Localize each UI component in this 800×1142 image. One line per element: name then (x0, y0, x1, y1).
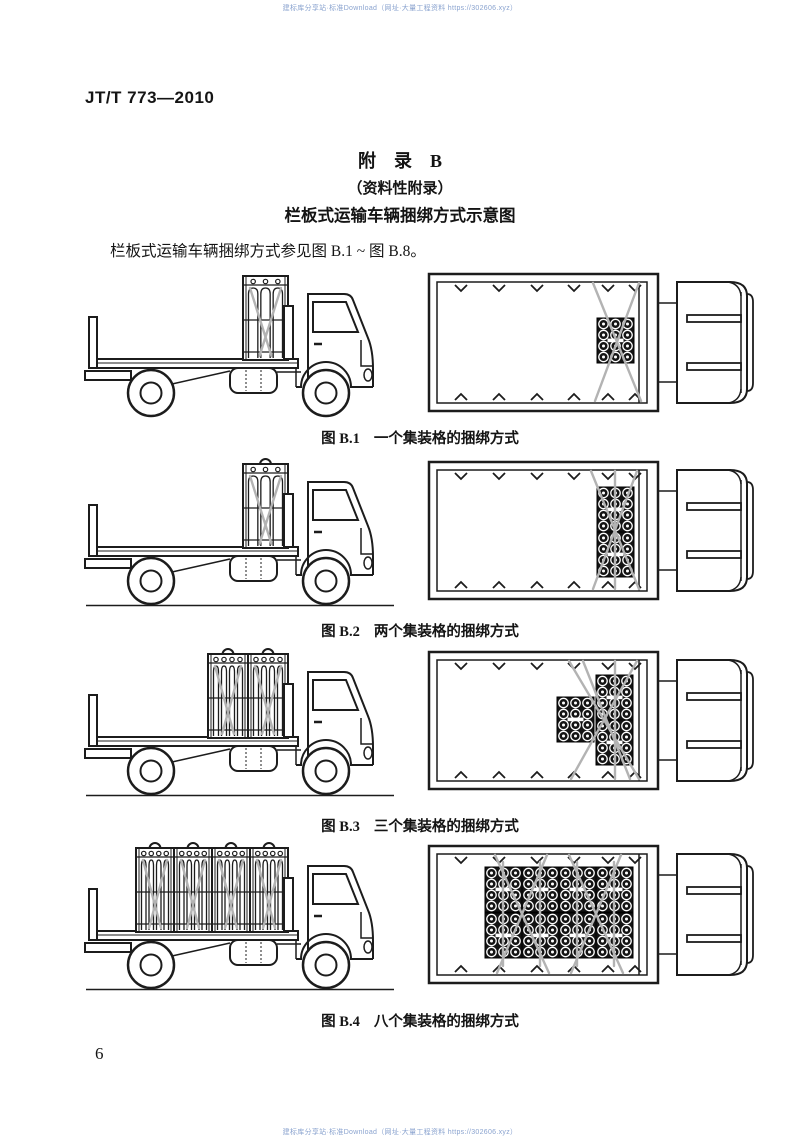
truck-side-view-B.2 (84, 458, 394, 607)
figure-caption-text: 三个集装格的捆绑方式 (373, 819, 519, 835)
figure-B.4 (80, 840, 760, 996)
figure-label: 图 B.3 (321, 819, 360, 835)
figure-B.3 (80, 646, 760, 802)
figure-caption-B.1: 图 B.1 一个集装格的捆绑方式 (80, 427, 760, 448)
watermark-bottom: 建标库分享站·标准Download（网址·大量工程资料 https://3026… (282, 1129, 518, 1136)
figure-caption-B.2: 图 B.2 两个集装格的捆绑方式 (80, 620, 760, 641)
figure-label: 图 B.1 (321, 431, 360, 447)
intro-paragraph: 栏板式运输车辆捆绑方式参见图 B.1 ~ 图 B.8。 (110, 243, 426, 260)
truck-top-view-B.1 (427, 272, 754, 413)
figure-caption-text: 两个集装格的捆绑方式 (373, 624, 519, 640)
truck-side-view-B.4 (84, 842, 394, 991)
page-number: 6 (95, 1044, 104, 1063)
appendix-subtitle: （资料性附录） (347, 181, 453, 197)
figure-caption-B.3: 图 B.3 三个集装格的捆绑方式 (80, 815, 760, 836)
truck-top-view-B.4 (427, 844, 754, 985)
standard-number-header: JT/T 773—2010 (85, 88, 215, 107)
figure-label: 图 B.4 (321, 1014, 360, 1030)
truck-side-view-B.1 (84, 275, 374, 418)
truck-top-view-B.2 (427, 460, 754, 601)
appendix-heading: 栏板式运输车辆捆绑方式示意图 (284, 206, 516, 225)
truck-top-view-B.3 (427, 650, 754, 791)
figure-B.2 (80, 456, 760, 612)
appendix-title: 附 录 B (357, 151, 442, 171)
figure-caption-text: 一个集装格的捆绑方式 (373, 431, 519, 447)
figure-B.1 (80, 268, 760, 424)
figure-label: 图 B.2 (321, 624, 360, 640)
figure-caption-text: 八个集装格的捆绑方式 (373, 1014, 519, 1030)
watermark-top: 建标库分享站·标准Download（网址·大量工程资料 https://3026… (282, 5, 518, 12)
figure-caption-B.4: 图 B.4 八个集装格的捆绑方式 (80, 1010, 760, 1031)
truck-side-view-B.3 (84, 648, 394, 797)
